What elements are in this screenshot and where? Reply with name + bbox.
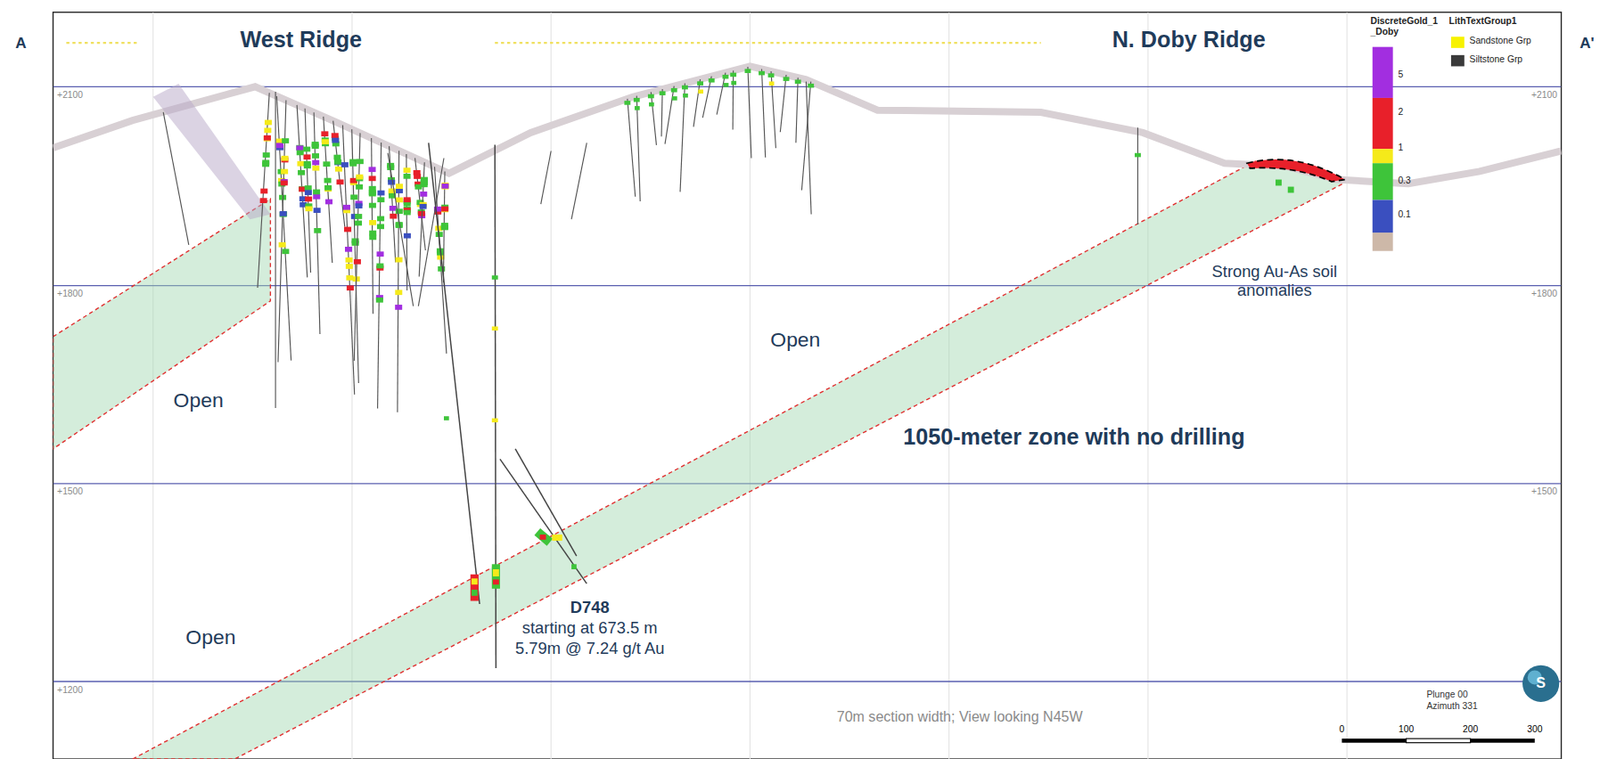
soil-anomaly xyxy=(1247,159,1346,182)
section-label: +1500 xyxy=(57,486,83,498)
section-label: +2100 xyxy=(1531,90,1558,101)
orientation-globe xyxy=(1522,665,1559,703)
section-label: +1200 xyxy=(57,684,83,696)
legend-swatch xyxy=(1372,98,1394,149)
section-label: Open xyxy=(185,625,236,649)
section-label: DiscreteGold_1_Doby xyxy=(1370,16,1440,38)
section-label: 300 xyxy=(1526,724,1543,736)
section-label: Open xyxy=(173,388,224,412)
mineralized-zone xyxy=(53,198,271,450)
section-label: S xyxy=(1535,674,1546,691)
legend-swatch xyxy=(1451,55,1465,67)
elevation-grid xyxy=(53,86,1562,682)
legend-swatch-low xyxy=(1372,232,1394,252)
section-label: 200 xyxy=(1462,724,1478,736)
mineralized-zone xyxy=(132,161,1347,759)
legend-swatch xyxy=(1372,199,1394,233)
legend-text: 0.3 xyxy=(1397,175,1411,187)
section-label: +1500 xyxy=(1531,486,1558,498)
legend-text: 1 xyxy=(1397,142,1404,154)
section-label: D748 xyxy=(570,598,610,618)
drill-holes xyxy=(163,66,1141,413)
section-label: 5.79m @ 7.24 g/t Au xyxy=(515,640,665,659)
section-label: 70m section width; View looking N45W xyxy=(836,708,1084,725)
legend-text: Siltstone Grp xyxy=(1469,54,1524,66)
legend-text: Sandstone Grp xyxy=(1469,35,1532,47)
section-label: Azimuth 331 xyxy=(1426,701,1477,713)
scale-bar xyxy=(1341,738,1535,744)
section-label: LithTextGroup1 xyxy=(1449,16,1518,27)
deep-drill-holes xyxy=(428,142,587,669)
section-label: +1800 xyxy=(1531,288,1558,300)
section-label: +1800 xyxy=(57,288,83,300)
legend-text: 2 xyxy=(1397,106,1404,118)
section-label: Strong Au-As soil anomalies xyxy=(1210,262,1338,301)
legend-swatch xyxy=(1372,163,1394,200)
section-label: A' xyxy=(1579,33,1594,52)
section-label: +2100 xyxy=(57,90,83,101)
section-label: N. Doby Ridge xyxy=(1112,26,1266,53)
legend-text: 0.1 xyxy=(1397,209,1411,221)
section-label: Open xyxy=(770,328,821,353)
section-label: 1050-meter zone with no drilling xyxy=(902,424,1245,451)
deep-intercepts xyxy=(443,180,1295,602)
legend-swatch xyxy=(1451,36,1465,49)
legend-swatch xyxy=(1372,47,1394,99)
legend-swatch xyxy=(1372,148,1394,164)
section-label: Plunge 00 xyxy=(1426,689,1468,701)
section-frame xyxy=(53,12,1562,759)
section-line xyxy=(65,41,1041,44)
section-label: A xyxy=(15,33,26,52)
section-label: 100 xyxy=(1398,724,1414,736)
section-label: West Ridge xyxy=(239,26,362,53)
section-label: 0 xyxy=(1339,724,1346,736)
legend-text: 5 xyxy=(1397,69,1404,81)
section-label: starting at 673.5 m xyxy=(522,619,658,639)
